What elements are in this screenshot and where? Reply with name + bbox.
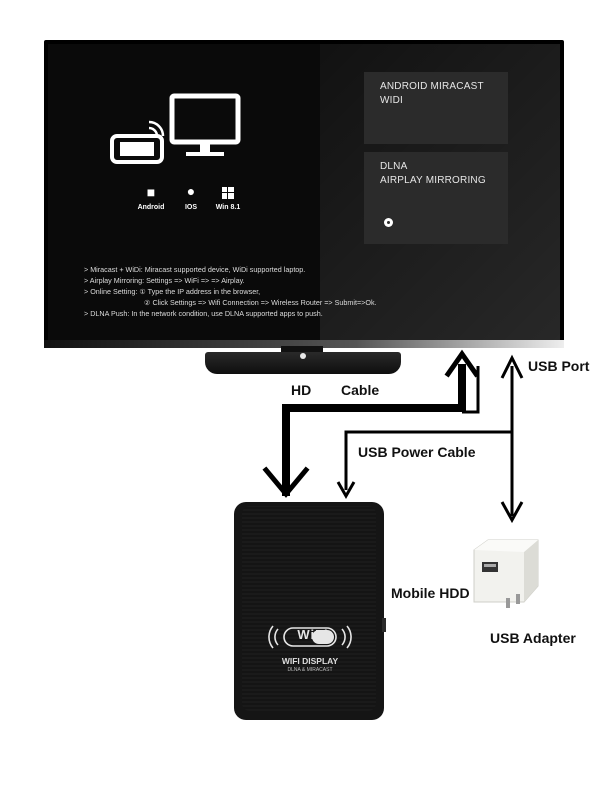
tile-miracast-line1: ANDROID MIRACAST	[380, 81, 484, 92]
tv-bottom-bezel	[44, 340, 564, 348]
tv-stand	[205, 352, 401, 374]
instruction-line: > Online Setting: ① Type the IP address …	[84, 287, 261, 296]
label-usb-power-cable: USB Power Cable	[358, 444, 476, 460]
wifi-logo-text: WiFi	[297, 627, 329, 642]
tile-dlna-line2: AIRPLAY MIRRORING	[380, 175, 486, 186]
tv-power-light	[300, 353, 306, 359]
label-mobile-hdd: Mobile HDD	[391, 585, 470, 601]
label-usb-adapter: USB Adapter	[490, 630, 576, 646]
apple-icon: ●	[186, 183, 196, 199]
cast-illustration	[110, 93, 241, 164]
tile-dlna-line1: DLNA	[380, 161, 408, 172]
os-label-ios: IOS	[184, 204, 198, 211]
instruction-line: ② Click Settings => Wifi Connection => W…	[144, 298, 377, 307]
label-cable: Cable	[341, 382, 380, 398]
instructions-text: > Miracast + WiDi: Miracast supported de…	[84, 264, 504, 319]
android-icon: ■	[146, 184, 156, 200]
wifi-logo-icon	[268, 625, 352, 649]
device-texture	[242, 506, 376, 711]
label-usb-port: USB Port	[528, 358, 590, 374]
usb-adapter-icon	[473, 539, 539, 608]
tile-miracast: ANDROID MIRACAST WIDI	[364, 72, 508, 144]
device-side-button	[382, 618, 386, 632]
monitor-icon	[169, 93, 241, 156]
os-label-windows: Win 8.1	[215, 204, 241, 211]
usb-power-cable-arrow	[336, 430, 512, 500]
usb-port-arrow	[462, 354, 524, 524]
location-pin-icon	[384, 218, 393, 227]
instruction-line: > Miracast + WiDi: Miracast supported de…	[84, 265, 306, 274]
phone-icon	[110, 134, 164, 164]
device-title: WIFI DISPLAY	[281, 656, 339, 666]
device-subtitle: DLNA & MIRACAST	[287, 667, 333, 673]
label-hd: HD	[291, 382, 312, 398]
tv-stand-neck	[281, 346, 323, 356]
windows-icon	[222, 186, 234, 199]
wireless-signal-icon	[147, 120, 165, 138]
tile-miracast-line2: WIDI	[380, 95, 404, 106]
tile-dlna: DLNA AIRPLAY MIRRORING	[364, 152, 508, 244]
instruction-line: > DLNA Push: In the network condition, u…	[84, 309, 323, 318]
os-label-android: Android	[137, 204, 165, 211]
instruction-line: > Airplay Mirroring: Settings => WiFi =>…	[84, 276, 245, 285]
hd-cable-arrow	[262, 349, 480, 498]
